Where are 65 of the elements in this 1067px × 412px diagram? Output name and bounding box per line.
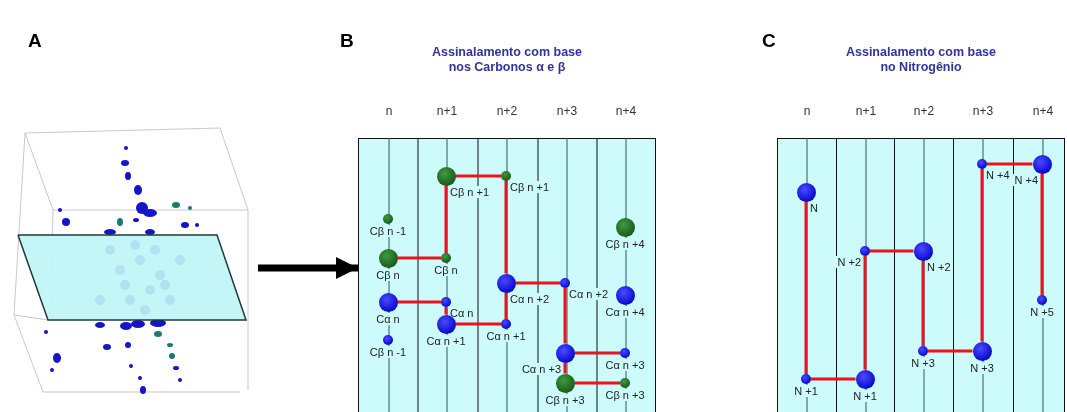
peak-label: Cβ n +1 [509, 181, 551, 193]
peak-label: N +1 [852, 389, 878, 402]
column-header: n [385, 104, 393, 118]
peak-label: N +3 [910, 357, 936, 369]
column-header: n [803, 104, 811, 118]
connector-line [811, 377, 856, 381]
peak-label: N +2 [836, 256, 862, 268]
peak-label: Cα n +3 [520, 362, 562, 375]
connector-line [1040, 173, 1044, 295]
connector-line [870, 249, 914, 253]
connector-line [987, 162, 1033, 166]
peak-label: N +4 [985, 169, 1011, 181]
peak-label: Cβ n -1 [368, 346, 408, 358]
connector-line [921, 260, 925, 346]
connector-line [574, 381, 620, 385]
connector-line [455, 322, 501, 326]
panel-title: Assinalamento com base nos Carbonos α e β [430, 45, 584, 75]
connector-line [804, 201, 808, 374]
column-header: n+2 [913, 104, 935, 118]
peak-label: Cα n +1 [485, 330, 527, 342]
peak-label: Cβ n +3 [604, 389, 646, 401]
peak-label: Cβ n -1 [368, 225, 408, 237]
connector-line [397, 300, 441, 304]
panel-letter: B [340, 30, 354, 52]
peak-label: Cα n +4 [604, 305, 646, 318]
peak-label: Cα n +3 [604, 359, 646, 371]
connector-line [863, 256, 867, 370]
panel-title: Assinalamento com base no Nitrogênio [844, 45, 998, 75]
peak-label: N +1 [793, 385, 819, 397]
column-header: n+4 [1032, 104, 1054, 118]
peak-label: Cβ n [433, 264, 459, 276]
peak-label: Cα n +2 [509, 292, 551, 305]
peak-label: Cα n [375, 312, 401, 325]
connector-line [563, 288, 567, 344]
connector-line [515, 281, 560, 285]
column-header: n+4 [615, 104, 637, 118]
peak-label: Cβ n +4 [604, 237, 646, 250]
peak-label: N +5 [1029, 306, 1055, 318]
connector-line [455, 174, 501, 178]
peak-label: Cα n +2 [568, 288, 610, 300]
connector-line [980, 169, 984, 342]
peak-label: Cβ n [375, 268, 401, 281]
column-header: n+1 [855, 104, 877, 118]
peak-label: Cβ n +1 [449, 185, 491, 198]
peak-label: N +4 [1013, 173, 1039, 186]
connector-line [928, 349, 973, 353]
panel-letter: A [28, 30, 42, 52]
peak-label: Cα n +1 [425, 334, 467, 347]
connector-line [444, 185, 448, 253]
connector-line [444, 307, 448, 315]
panel-letter: C [762, 30, 776, 52]
peak-label: Cβ n +3 [544, 393, 586, 406]
connector-line [563, 362, 567, 374]
peak-label: N +3 [969, 361, 995, 374]
connector-line [574, 351, 620, 355]
column-header: n+3 [972, 104, 994, 118]
connector-line [504, 181, 508, 274]
connector-line [397, 256, 441, 260]
column-header: n+2 [496, 104, 518, 118]
peak-label: Cα n [449, 307, 475, 319]
column-header: n+3 [556, 104, 578, 118]
column-header: n+1 [436, 104, 458, 118]
peak-label: N [809, 201, 819, 214]
peak-label: N +2 [926, 260, 952, 273]
connector-line [504, 292, 508, 319]
